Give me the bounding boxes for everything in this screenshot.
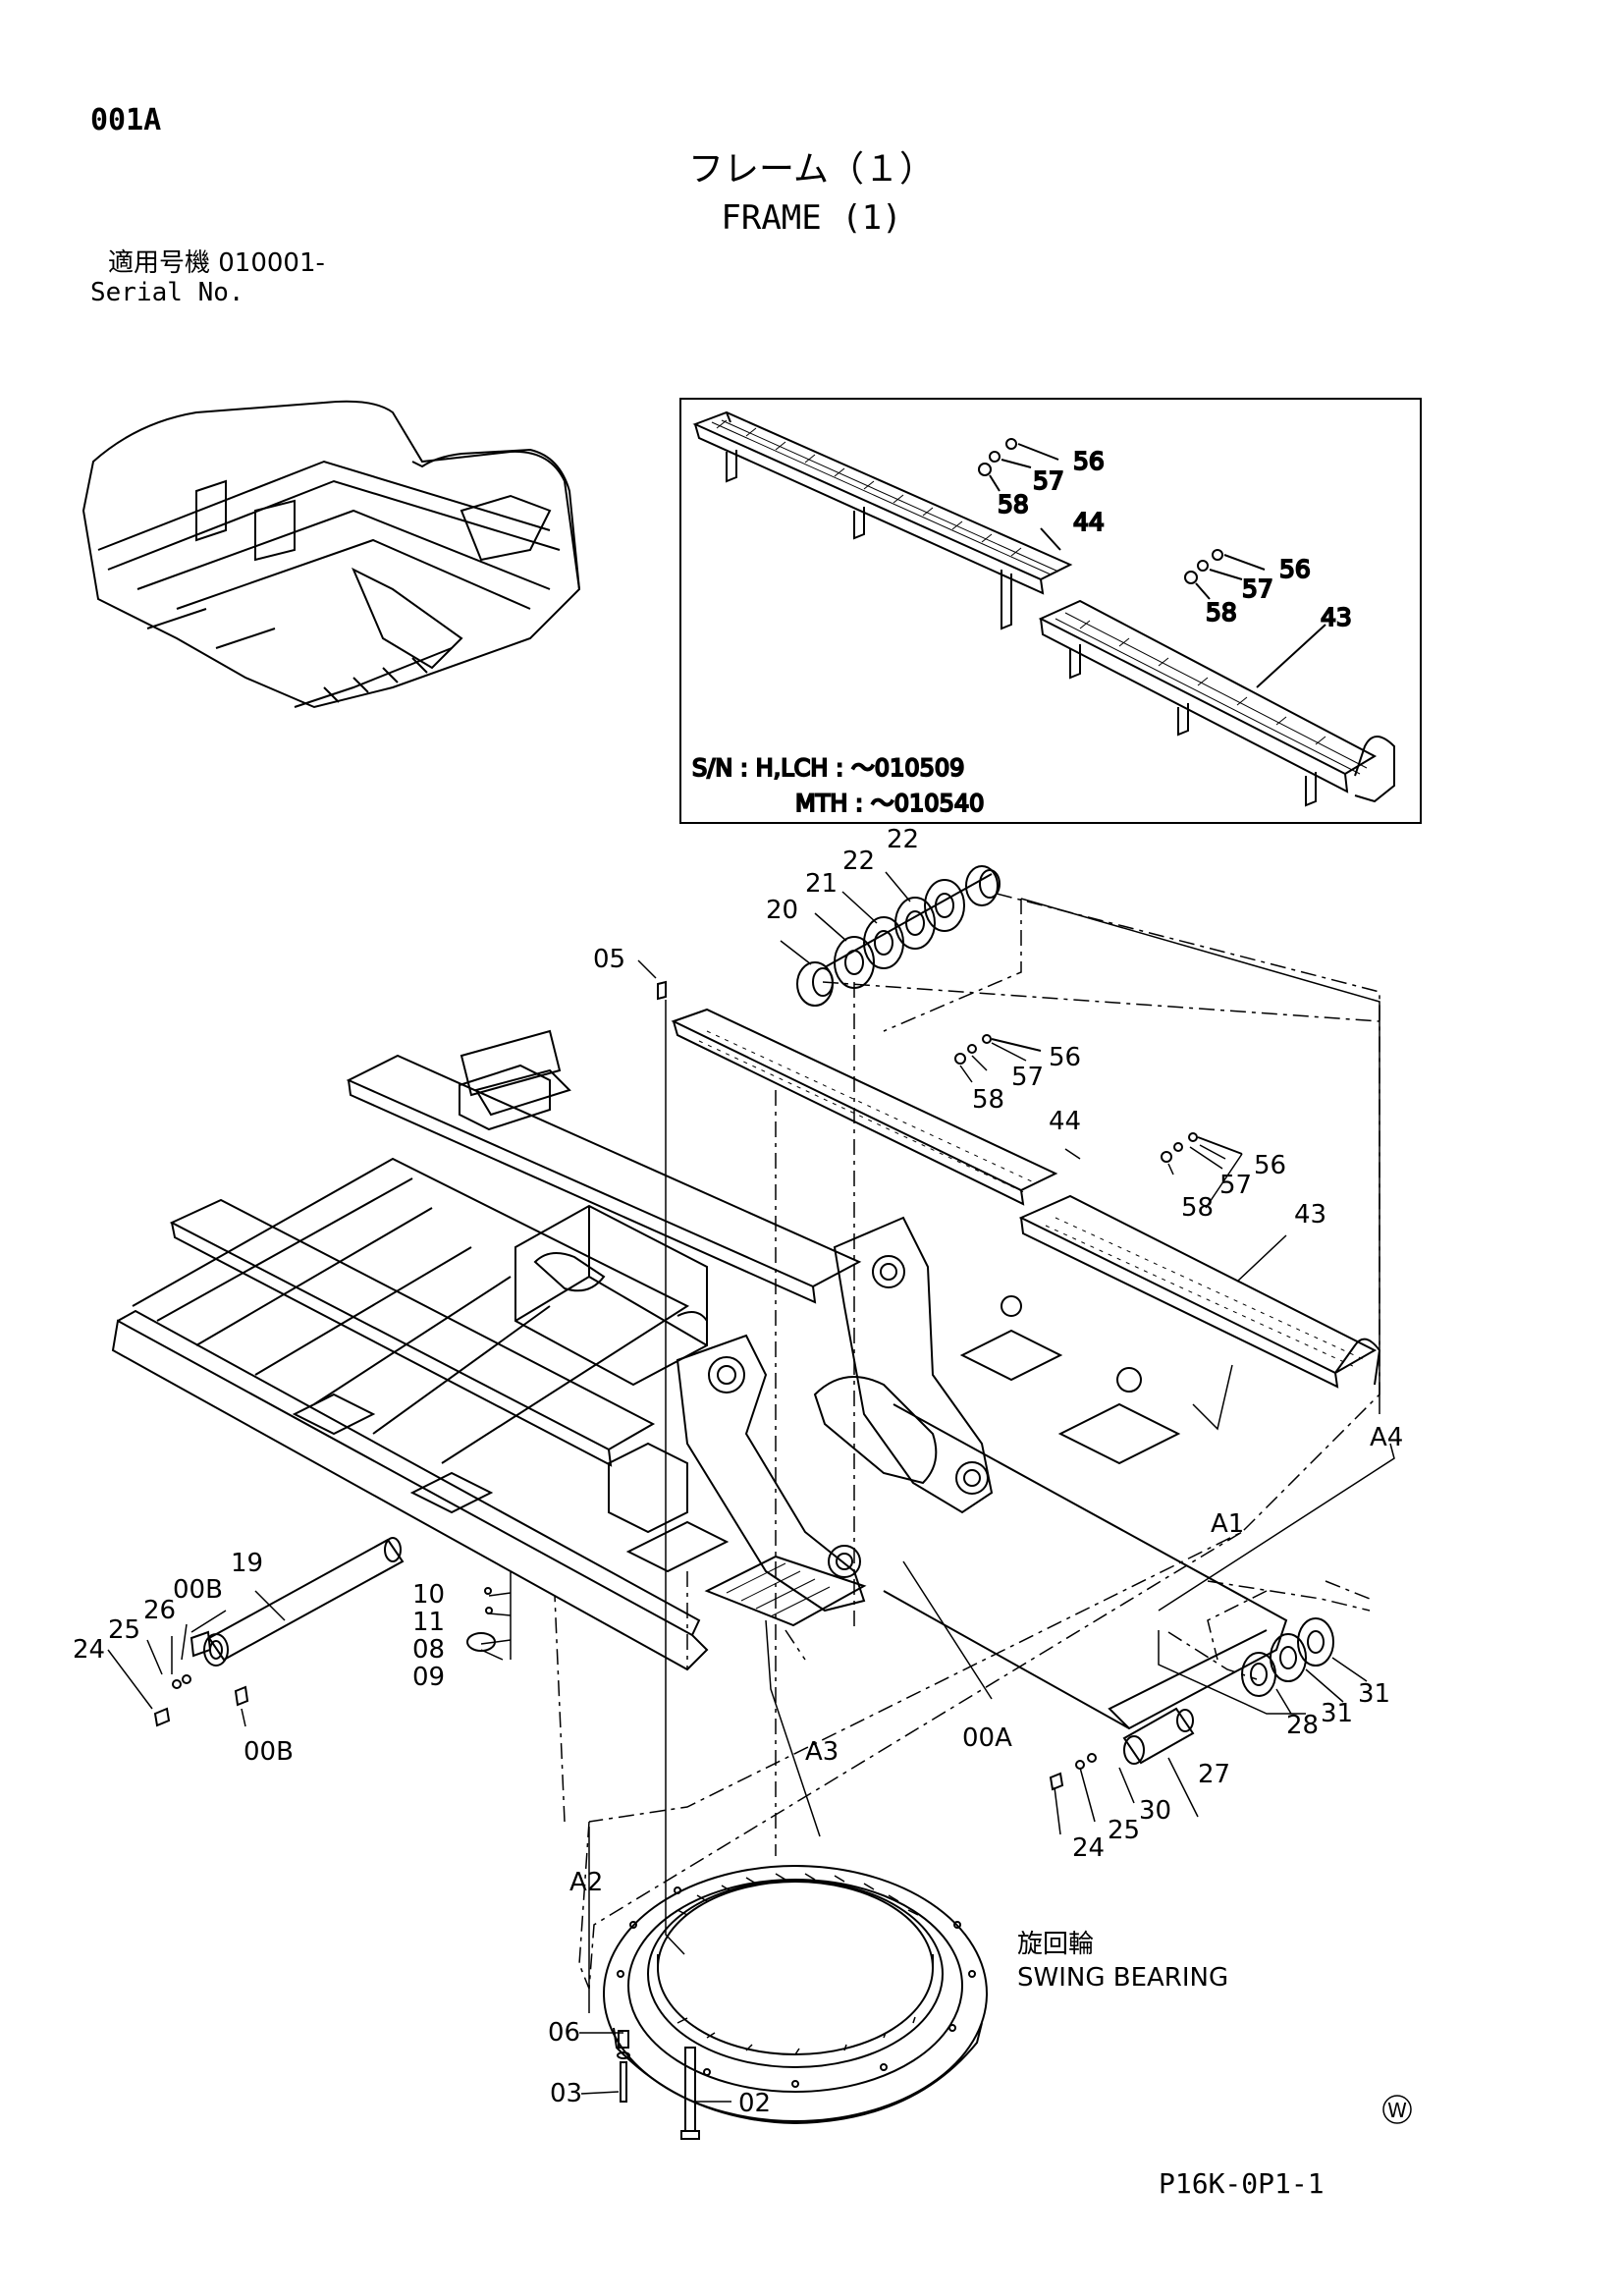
swing-bearing-drawing (603, 1865, 988, 2140)
title-english: FRAME (1) (721, 198, 902, 238)
inset-label-56b: 56 (1279, 555, 1311, 583)
label-30: 30 (1139, 1796, 1171, 1826)
label-00B-top: 00B (173, 1575, 223, 1605)
label-21: 21 (805, 869, 838, 899)
inset-serial-line2: MTH : ～010540 (795, 790, 984, 817)
label-03: 03 (550, 2079, 582, 2108)
swing-bearing-label-en: SWING BEARING (1017, 1963, 1228, 1993)
label-57b: 57 (1219, 1171, 1252, 1200)
label-00A: 00A (962, 1723, 1012, 1753)
label-22b: 22 (887, 825, 919, 854)
label-22a: 22 (842, 847, 875, 876)
label-31b: 31 (1358, 1679, 1390, 1709)
inset-steps-panel (679, 398, 1422, 824)
serial-label-japanese: 適用号機 010001- (108, 248, 325, 278)
label-28: 28 (1286, 1711, 1319, 1740)
title-japanese: フレーム（１） (688, 149, 935, 190)
label-A2: A2 (569, 1868, 603, 1897)
part-labels: 05 20 21 22 22 56 57 58 44 56 57 58 43 A… (73, 825, 1403, 2118)
label-58b: 58 (1181, 1193, 1214, 1223)
machine-overview-illustration (81, 400, 581, 709)
label-24a: 24 (73, 1635, 105, 1665)
plate-parts-08-11 (466, 1587, 496, 1652)
label-10: 10 (412, 1580, 445, 1610)
label-A1: A1 (1211, 1509, 1244, 1539)
label-44: 44 (1049, 1107, 1081, 1136)
inset-label-44: 44 (1073, 508, 1105, 536)
label-25b: 25 (1108, 1816, 1140, 1845)
inset-serial-line1: S/N : H,LCH : ～010509 (692, 754, 964, 782)
main-frame-drawing (111, 1008, 1381, 1730)
inset-label-43: 43 (1321, 603, 1352, 631)
label-19: 19 (231, 1549, 263, 1578)
label-27: 27 (1198, 1760, 1230, 1789)
label-56a: 56 (1049, 1043, 1081, 1072)
bolt-05 (657, 980, 667, 1001)
step-bolts (954, 1034, 1243, 1163)
inset-label-56a: 56 (1073, 447, 1105, 475)
page-code: 001A (90, 103, 162, 137)
bracket-lines (510, 898, 1380, 2013)
swing-bearing-label-jp: 旋回輪 (1017, 1930, 1094, 1959)
w-mark: W (1382, 2095, 1412, 2124)
label-02: 02 (738, 2089, 771, 2118)
inset-label-57a: 57 (1033, 466, 1064, 495)
label-26: 26 (143, 1596, 176, 1625)
label-20: 20 (766, 896, 798, 925)
label-00B-bottom: 00B (243, 1737, 294, 1767)
inset-label-57b: 57 (1242, 574, 1273, 603)
serial-label-english: Serial No. (90, 278, 244, 307)
label-58a: 58 (972, 1085, 1004, 1115)
label-25a: 25 (108, 1615, 140, 1645)
label-06: 06 (548, 2018, 580, 2048)
label-11: 11 (412, 1608, 445, 1637)
pin-27-assembly (1049, 1617, 1334, 1791)
leader-lines (107, 871, 1395, 2103)
phantom-lines (554, 893, 1380, 1990)
label-31a: 31 (1321, 1699, 1353, 1728)
inset-label-58b: 58 (1206, 598, 1237, 627)
page-reference-code: P16K-0P1-1 (1159, 2167, 1325, 2200)
label-09: 09 (412, 1663, 445, 1692)
pin-19-assembly (153, 1537, 405, 1727)
label-57a: 57 (1011, 1063, 1044, 1092)
label-05: 05 (593, 945, 625, 974)
label-43: 43 (1294, 1200, 1326, 1230)
label-08: 08 (412, 1635, 445, 1665)
label-A3: A3 (805, 1737, 839, 1767)
label-A4: A4 (1370, 1423, 1403, 1452)
inset-label-58a: 58 (998, 490, 1029, 519)
label-24b: 24 (1072, 1833, 1105, 1863)
pin-bushings-upper (796, 865, 1001, 1007)
svg-text:W: W (1387, 2099, 1407, 2122)
label-56b: 56 (1254, 1151, 1286, 1180)
